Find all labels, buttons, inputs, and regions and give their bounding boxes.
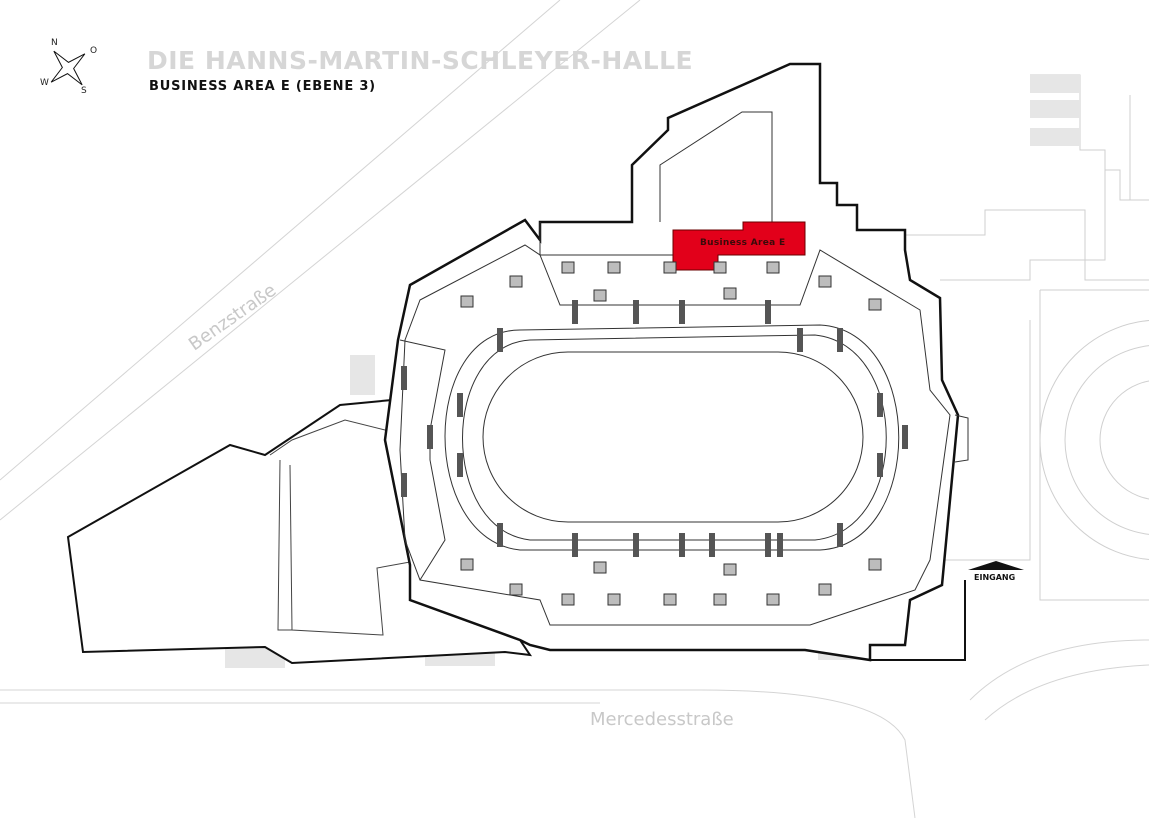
stair-block [561, 593, 575, 606]
stair-block [713, 593, 727, 606]
seat-row-hatch [837, 523, 843, 547]
stair-block [766, 593, 780, 606]
business-area-label[interactable]: Business Area E [700, 238, 786, 248]
stair-block [663, 593, 677, 606]
arena-field [482, 351, 864, 523]
seat-row-hatch [877, 393, 883, 417]
seating-blocks [401, 261, 908, 606]
stair-block [818, 275, 832, 288]
seat-row-hatch [497, 523, 503, 547]
stair-block [593, 289, 607, 302]
seat-row-hatch [797, 328, 803, 352]
compass-n: N [51, 38, 58, 48]
seat-row-hatch [633, 533, 639, 557]
stair-block [868, 558, 882, 571]
compass-o: O [90, 46, 98, 56]
compass-s: S [81, 86, 87, 96]
stair-block [509, 583, 523, 596]
neighbour-building [905, 74, 1149, 601]
street-label-mercedes: Mercedesstraße [590, 709, 734, 730]
seat-row-hatch [401, 473, 407, 497]
business-area-e[interactable] [672, 221, 806, 271]
seat-row-hatch [765, 533, 771, 557]
stair-block [509, 275, 523, 288]
seat-row-hatch [401, 366, 407, 390]
stair-block [818, 583, 832, 596]
seat-row-hatch [497, 328, 503, 352]
seat-row-hatch [765, 300, 771, 324]
seat-row-hatch [633, 300, 639, 324]
stair-block [713, 261, 727, 274]
compass-icon [50, 50, 86, 86]
seat-row-hatch [837, 328, 843, 352]
stair-block [723, 563, 737, 576]
seat-row-hatch [427, 425, 433, 449]
seat-row-hatch [572, 533, 578, 557]
seat-row-hatch [572, 300, 578, 324]
stair-block [593, 561, 607, 574]
left-building-inner [269, 419, 411, 636]
stair-block [868, 298, 882, 311]
stair-block [561, 261, 575, 274]
seat-row-hatch [679, 533, 685, 557]
stair-block [607, 261, 621, 274]
seat-row-hatch [777, 533, 783, 557]
entrance-label: EINGANG [974, 573, 1016, 582]
stair-block [460, 295, 474, 308]
seat-row-hatch [902, 425, 908, 449]
stair-block [663, 261, 677, 274]
stair-block [607, 593, 621, 606]
entrance-arrow-icon [968, 561, 1024, 570]
compass-w: W [40, 78, 49, 88]
seat-row-hatch [457, 393, 463, 417]
page-title: DIE HANNS-MARTIN-SCHLEYER-HALLE [147, 46, 694, 75]
seat-row-hatch [877, 453, 883, 477]
seat-row-hatch [457, 453, 463, 477]
stair-block [460, 558, 474, 571]
stair-block [723, 287, 737, 300]
seat-row-hatch [709, 533, 715, 557]
stair-block [766, 261, 780, 274]
seat-row-hatch [679, 300, 685, 324]
page-subtitle: BUSINESS AREA E (EBENE 3) [149, 79, 376, 94]
